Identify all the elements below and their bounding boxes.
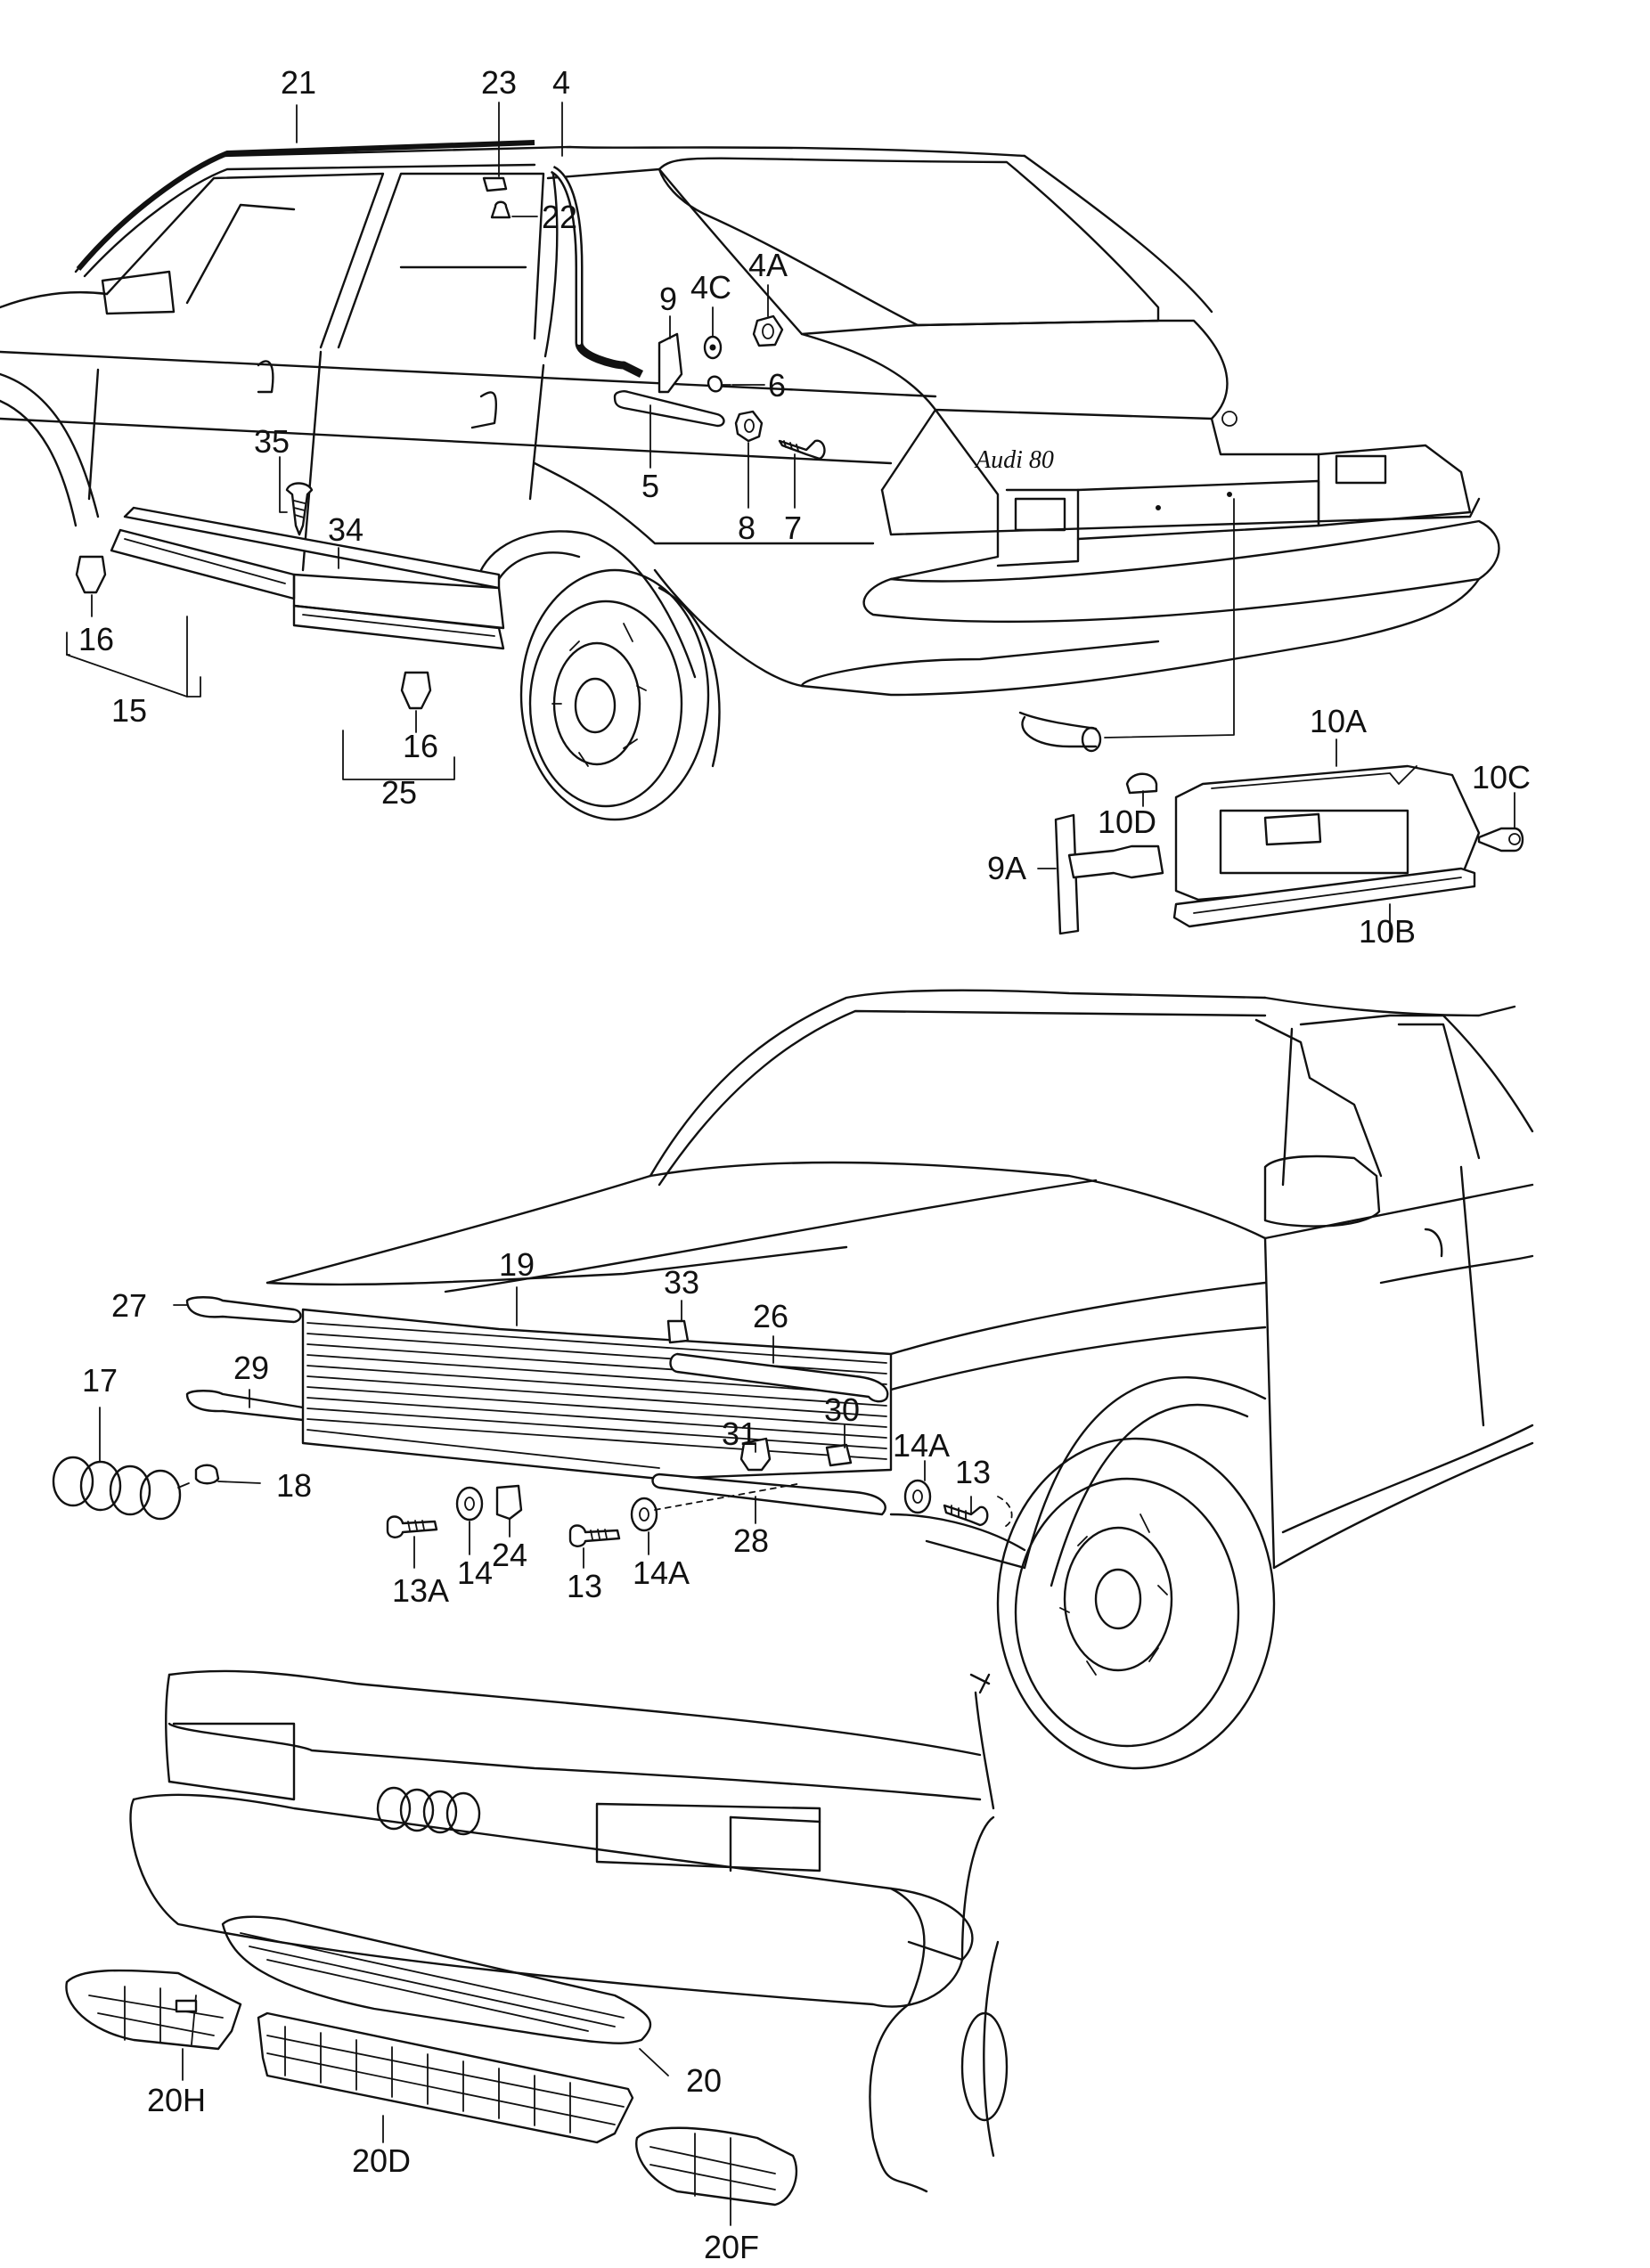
clip-22 [490, 200, 511, 219]
screw-7 [778, 439, 826, 461]
label-13m: 13 [567, 1568, 602, 1604]
label-8: 8 [738, 510, 756, 546]
screw-13-mid [568, 1524, 621, 1547]
washer-14 [455, 1486, 484, 1522]
screw-10c [1477, 827, 1524, 853]
label-14: 14 [457, 1554, 493, 1591]
rings-emblem-17 [52, 1456, 94, 1507]
label-23: 23 [481, 64, 517, 101]
top-parts [75, 140, 1524, 935]
clip-33 [666, 1319, 690, 1344]
label-19: 19 [499, 1246, 535, 1283]
grille-20h [65, 1969, 242, 2051]
label-4: 4 [552, 64, 570, 101]
label-28: 28 [733, 1522, 769, 1559]
label-14a2: 14A [633, 1554, 690, 1591]
label-18: 18 [276, 1467, 312, 1504]
washer-14a-right [903, 1479, 932, 1514]
bracket-9 [658, 332, 683, 394]
label-31: 31 [722, 1415, 757, 1452]
label-33: 33 [664, 1264, 699, 1301]
label-24: 24 [492, 1537, 527, 1573]
label-35: 35 [254, 423, 290, 460]
leader-lines [66, 102, 1515, 2226]
label-13a: 13A [392, 1572, 449, 1609]
front-bumper-outline [129, 1669, 1009, 2193]
trim-5 [613, 390, 725, 428]
sill-strip-34 [292, 604, 505, 650]
label-22: 22 [542, 199, 577, 235]
clip-16b [400, 671, 432, 710]
label-30: 30 [824, 1391, 860, 1428]
label-16b: 16 [403, 728, 438, 764]
label-13r: 13 [955, 1454, 991, 1490]
grille-19 [301, 1308, 893, 1481]
clip-16a [75, 555, 107, 594]
bolt-6 [707, 375, 723, 393]
label-10d: 10D [1098, 804, 1156, 840]
part-labels: 21 23 4 22 9 4C 4A 6 5 8 7 35 34 16 15 1… [78, 64, 1531, 2265]
nut-24 [495, 1484, 523, 1521]
label-4c: 4C [690, 269, 731, 306]
label-10b: 10B [1359, 913, 1416, 950]
molding-29 [185, 1390, 311, 1422]
molding-28 [651, 1473, 886, 1516]
label-4a: 4A [748, 247, 788, 283]
screw-13a [386, 1515, 438, 1538]
nut-4a [752, 314, 784, 347]
lamp-10d [1125, 772, 1158, 795]
roof-molding-part [76, 140, 535, 271]
label-25: 25 [381, 774, 417, 811]
bottom-parts [65, 1969, 798, 2207]
clip-23 [482, 176, 508, 192]
nut-8 [734, 410, 764, 443]
label-10a: 10A [1310, 703, 1367, 739]
label-6: 6 [768, 367, 786, 404]
front-car-outline [265, 989, 1534, 1770]
label-21: 21 [281, 64, 316, 101]
label-20: 20 [686, 2062, 722, 2099]
label-16a: 16 [78, 621, 114, 657]
model-badge: Audi 80 [974, 446, 1054, 474]
label-27: 27 [111, 1287, 147, 1324]
label-9a: 9A [987, 850, 1026, 886]
label-26: 26 [753, 1298, 788, 1334]
clip-18 [194, 1464, 220, 1485]
clip-31 [739, 1437, 772, 1472]
washer-14a-mid [630, 1497, 658, 1532]
label-17: 17 [82, 1362, 118, 1399]
rear-car-outline: Audi 80 [0, 145, 1500, 821]
label-9: 9 [659, 281, 677, 317]
middle-parts [52, 1296, 1013, 1547]
grille-20d [257, 2011, 634, 2144]
bulb-holder-9a [1067, 844, 1164, 879]
strip-10b [1172, 867, 1476, 928]
label-29: 29 [233, 1350, 269, 1386]
label-20f: 20F [704, 2229, 759, 2265]
molding-27 [185, 1296, 302, 1324]
bracket-9a [1054, 813, 1080, 935]
label-5: 5 [641, 468, 659, 504]
label-15: 15 [111, 692, 147, 729]
label-20d: 20D [352, 2142, 411, 2179]
label-7: 7 [784, 510, 802, 546]
molding-26 [669, 1352, 889, 1403]
label-20h: 20H [147, 2082, 206, 2118]
label-34: 34 [328, 511, 363, 548]
label-10c: 10C [1472, 759, 1531, 795]
clip-30 [825, 1443, 853, 1467]
label-14a1: 14A [893, 1427, 950, 1464]
plate-holder-10a [1174, 764, 1481, 901]
